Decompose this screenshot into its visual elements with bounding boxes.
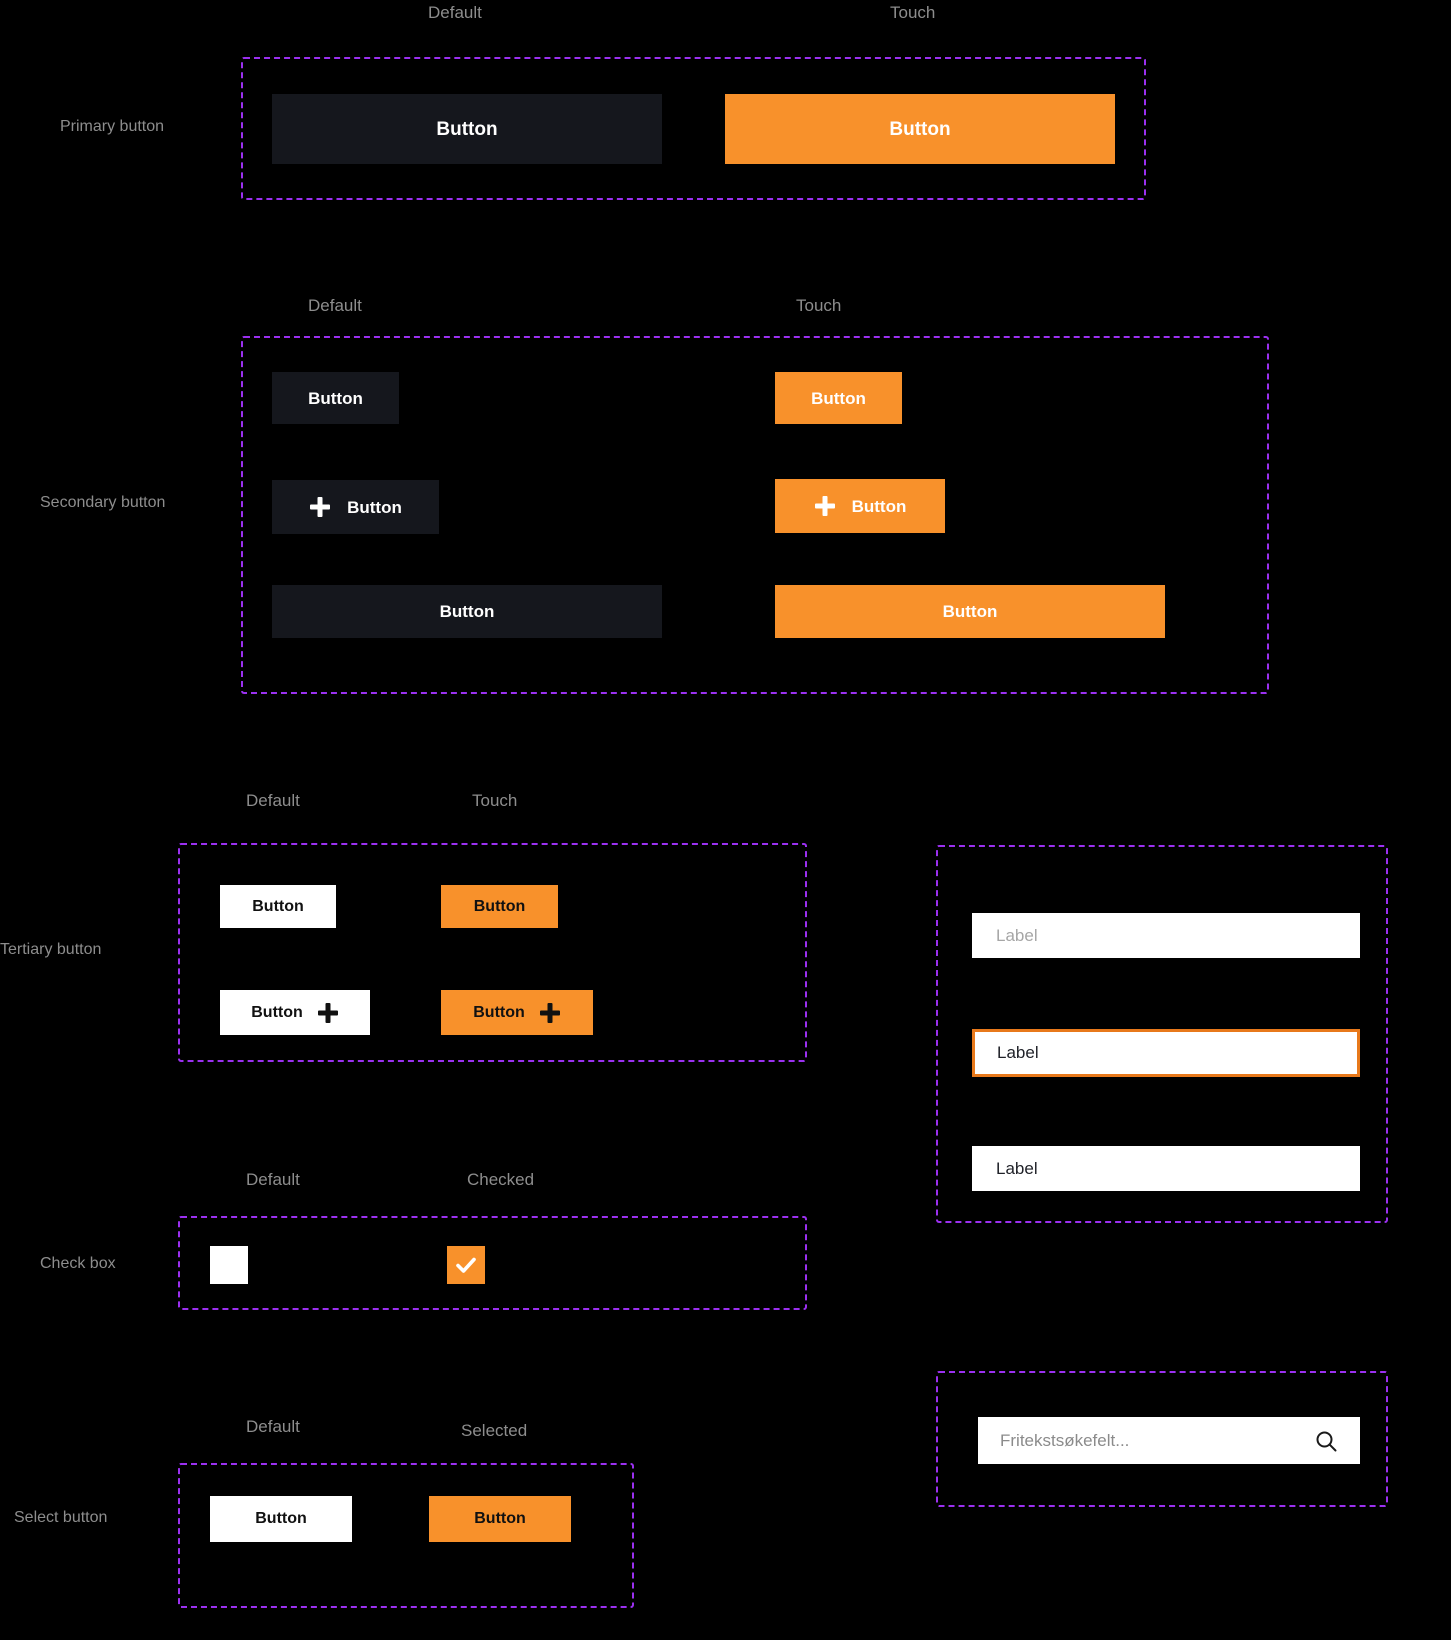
- checkbox-group: [178, 1216, 807, 1310]
- secondary-button-touch-small-label: Button: [811, 388, 866, 408]
- row-label-select-button: Select button: [14, 1509, 108, 1526]
- secondary-button-default-with-plus-label: Button: [347, 497, 402, 517]
- secondary-button-touch-with-plus-label: Button: [851, 496, 907, 516]
- checkbox-column-header-checked: Checked: [467, 1170, 535, 1189]
- secondary-button-touch-wide-label: Button: [942, 602, 998, 621]
- tertiary-button-touch-with-plus[interactable]: Button: [441, 990, 593, 1035]
- primary-button-touch-label: Button: [889, 118, 951, 140]
- secondary-button-default-small-label: Button: [308, 388, 363, 408]
- search-input[interactable]: Fritekstsøkefelt...: [978, 1417, 1360, 1464]
- row-label-tertiary-button: Tertiary button: [0, 941, 102, 958]
- tertiary-button-touch-with-plus-label: Button: [473, 1003, 525, 1021]
- secondary-column-header-touch: Touch: [796, 296, 842, 315]
- select-button-selected[interactable]: Button: [429, 1496, 571, 1542]
- tertiary-column-header-default: Default: [246, 791, 300, 810]
- primary-column-header-default: Default: [428, 3, 482, 22]
- tertiary-button-default-label: Button: [252, 897, 304, 915]
- checkbox-checked[interactable]: [447, 1246, 485, 1284]
- check-icon: [456, 1257, 476, 1273]
- input-field-filled-text: Label: [996, 1158, 1038, 1178]
- secondary-button-touch-wide[interactable]: Button: [775, 585, 1165, 638]
- input-field-focused-text: Label: [997, 1043, 1039, 1062]
- secondary-button-default-wide[interactable]: Button: [272, 585, 662, 638]
- row-label-secondary-button: Secondary button: [40, 494, 166, 511]
- plus-icon: [814, 495, 836, 517]
- input-field-focused[interactable]: Label: [972, 1029, 1360, 1077]
- tertiary-button-default[interactable]: Button: [220, 885, 336, 928]
- primary-button-touch[interactable]: Button: [725, 94, 1115, 164]
- plus-icon: [317, 1002, 339, 1024]
- primary-button-group: Button Button: [241, 57, 1146, 200]
- input-field-placeholder-text: Label: [996, 925, 1038, 945]
- checkbox-column-header-default: Default: [246, 1170, 300, 1189]
- input-field-filled[interactable]: Label: [972, 1146, 1360, 1191]
- plus-icon: [539, 1002, 561, 1024]
- tertiary-button-touch-label: Button: [473, 897, 526, 915]
- select-button-default[interactable]: Button: [210, 1496, 352, 1542]
- row-label-primary-button: Primary button: [60, 118, 165, 135]
- tertiary-button-default-with-plus[interactable]: Button: [220, 990, 370, 1035]
- search-icon[interactable]: [1314, 1429, 1338, 1453]
- input-field-group: Label Label Label: [936, 845, 1388, 1223]
- select-column-header-default: Default: [246, 1417, 300, 1436]
- select-column-header-selected: Selected: [461, 1421, 528, 1440]
- tertiary-button-default-with-plus-label: Button: [251, 1003, 303, 1021]
- input-field-placeholder[interactable]: Label: [972, 913, 1360, 958]
- tertiary-column-header-touch: Touch: [472, 791, 518, 810]
- secondary-button-default-wide-label: Button: [439, 602, 495, 621]
- row-label-check-box: Check box: [40, 1255, 116, 1272]
- primary-button-default-label: Button: [436, 118, 498, 140]
- search-input-placeholder: Fritekstsøkefelt...: [1000, 1430, 1130, 1450]
- secondary-button-touch-with-plus[interactable]: Button: [775, 479, 945, 533]
- primary-button-default[interactable]: Button: [272, 94, 662, 164]
- plus-icon: [309, 496, 331, 518]
- checkbox-default[interactable]: [210, 1246, 248, 1284]
- primary-column-header-touch: Touch: [890, 3, 936, 22]
- secondary-column-header-default: Default: [308, 296, 362, 315]
- select-button-group: Button Button: [178, 1463, 634, 1608]
- search-field-group: Fritekstsøkefelt...: [936, 1371, 1388, 1507]
- secondary-button-touch-small[interactable]: Button: [775, 372, 902, 424]
- secondary-button-default-with-plus[interactable]: Button: [272, 480, 439, 534]
- tertiary-button-group: Button Button Button Button: [178, 843, 807, 1062]
- select-button-default-label: Button: [255, 1510, 307, 1527]
- secondary-button-group: Button Button Button Button Button Butto…: [241, 336, 1269, 694]
- tertiary-button-touch[interactable]: Button: [441, 885, 558, 928]
- secondary-button-default-small[interactable]: Button: [272, 372, 399, 424]
- select-button-selected-label: Button: [474, 1510, 526, 1527]
